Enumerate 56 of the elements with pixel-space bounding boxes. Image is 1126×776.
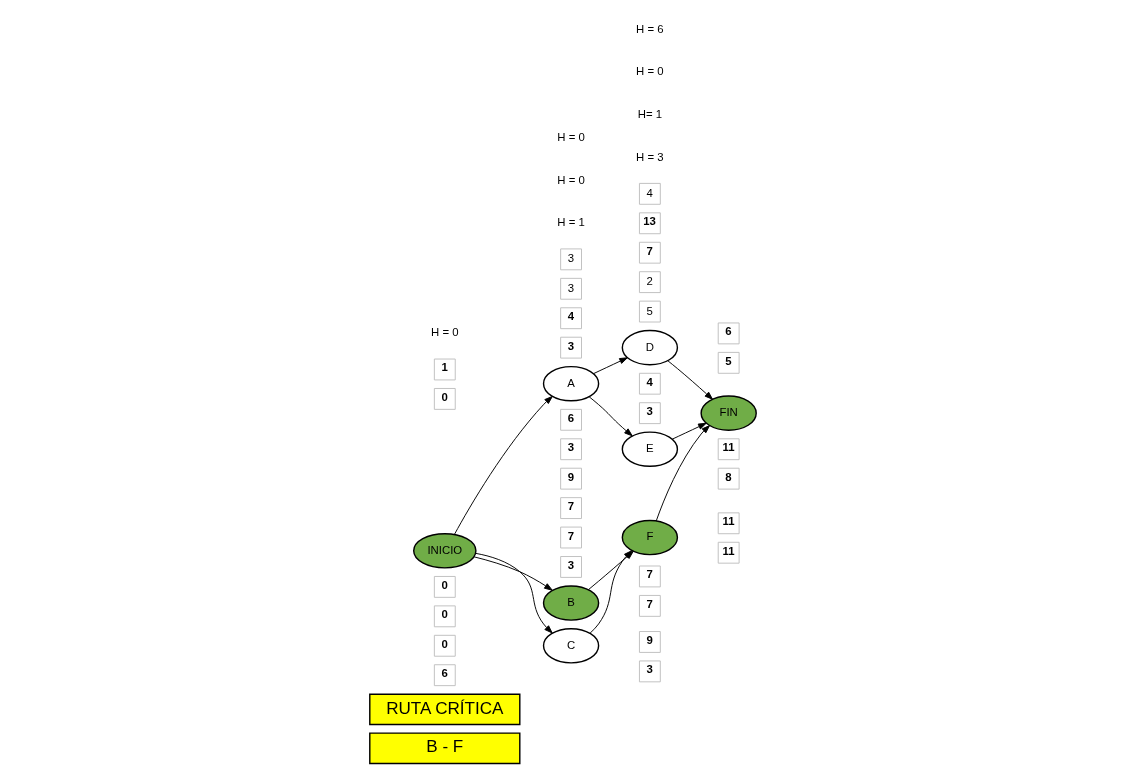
node-box: 6 [717,322,740,345]
node-box: 0 [433,576,456,598]
node-box: 0 [433,605,456,628]
node-box: 0 [433,388,456,410]
arrow [588,396,633,437]
node-ellipse: FIN [700,395,757,431]
node-box: 7 [638,594,661,617]
arrow [473,556,553,591]
label: H = 0 [431,326,459,339]
arrow [592,357,628,375]
label: H = 6 [636,22,664,35]
node-box: RUTA CRÍTICA [369,693,521,726]
node-box: 3 [560,438,582,461]
node-box: 9 [638,631,661,653]
node-box: 4 [638,182,661,205]
node-box: 2 [638,271,661,294]
arrow [475,552,553,634]
node-box: 6 [433,664,456,687]
label: H= 1 [637,107,663,120]
node-box: 7 [638,241,661,264]
node-box: 3 [560,556,582,578]
node-ellipse: INICIO [413,533,477,569]
node-box: 1 [433,358,456,381]
node-box: 11 [717,541,740,564]
node-box: B - F [369,732,521,765]
arrow [655,425,711,522]
node-box: 8 [717,467,740,490]
arrow [454,396,553,535]
node-box: 5 [638,300,661,323]
arrow [667,360,713,400]
node-ellipse: F [621,519,679,556]
node-box: 3 [560,336,582,359]
arrow [671,422,707,440]
node-box: 9 [560,467,582,490]
label: H = 0 [557,173,585,186]
node-box: 3 [638,660,661,683]
node-box: 13 [638,212,661,235]
node-box: 4 [560,307,582,330]
node-ellipse: E [621,431,679,468]
node-box: 3 [560,277,582,300]
node-box: 7 [560,497,582,519]
node-box: 7 [638,565,661,588]
node-box: 11 [717,438,740,461]
node-box: 3 [560,248,582,271]
node-box: 11 [717,512,740,535]
label: H = 3 [636,150,664,163]
node-box: 7 [560,526,582,549]
node-box: 0 [433,634,456,657]
node-box: 6 [560,408,582,431]
node-box: 5 [717,351,740,374]
node-ellipse: D [621,329,679,366]
label: H = 0 [557,130,585,143]
node-box: 3 [638,402,661,425]
node-box: 4 [638,372,661,395]
label: H = 0 [636,65,664,78]
label: H = 1 [557,216,585,229]
